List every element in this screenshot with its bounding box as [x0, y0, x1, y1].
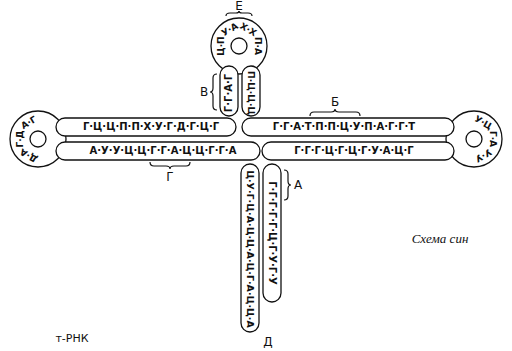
loop-hole: [30, 131, 46, 147]
brace: [150, 162, 190, 169]
stem-sequence: А·У·У·Ц·Ц·Г·Г·А·Ц·Ц·Г·Г·А: [90, 146, 237, 156]
stem-sequence: Г·Ц·Ц·П·П·Х·У·Г·Д·Г·Ц·Г: [83, 122, 219, 132]
loop-hole: [231, 38, 247, 54]
t-strand: [242, 118, 454, 136]
d-strand: [56, 142, 260, 160]
strand-bands: [10, 18, 502, 332]
loop-hole: [466, 131, 482, 147]
t-strand: [262, 142, 454, 160]
acceptor-strand: [241, 164, 259, 332]
stem-sequence: П·Ц·Ц·Ц: [246, 71, 255, 115]
brace: [284, 170, 291, 200]
d-strand: [56, 118, 236, 136]
anticodon-strand: [242, 66, 260, 116]
t-loop: [446, 111, 502, 167]
d-loop: [10, 111, 66, 167]
region-letter: Г: [166, 171, 173, 183]
stem-sequence: Г·Г·А·Т·П·П·Ц·У·П·А·Г·Г·Т: [273, 122, 415, 132]
caption: Схема син: [412, 232, 469, 245]
region-letter: А: [294, 179, 302, 191]
brace: [210, 74, 217, 110]
region-letter: В: [200, 86, 208, 98]
brackets: [150, 11, 360, 200]
region-letter: Е: [235, 0, 243, 12]
anticodon-loop: [211, 18, 267, 74]
loop-sequence: П·А: [253, 37, 262, 55]
stem-sequence: Ц·У·Г·Ц·А·Ц·Ц·А·Ц·Г·А·Ц·Ц·А: [245, 170, 255, 328]
stem-sequence: Г·Г·Г·Г·Г·Ц·Г·У·Г·У: [267, 181, 277, 285]
loop-sequence: Г·Д: [16, 130, 25, 147]
loop-sequence: Г·А: [488, 131, 497, 147]
stem-sequence: Г·Г·А·Г: [224, 74, 234, 112]
stem-sequence: Г·Г·Г·Ц·Г·Ц·Г·У·А·Ц·Г: [294, 146, 414, 156]
molecule-label: т-РНК: [55, 333, 88, 344]
region-letter: Д: [263, 336, 272, 348]
region-letter: Б: [331, 96, 339, 108]
brace: [310, 109, 360, 116]
acceptor-strand: [263, 164, 281, 302]
loop-sequence: Ц·П: [217, 36, 226, 55]
anticodon-strand: [220, 66, 238, 116]
